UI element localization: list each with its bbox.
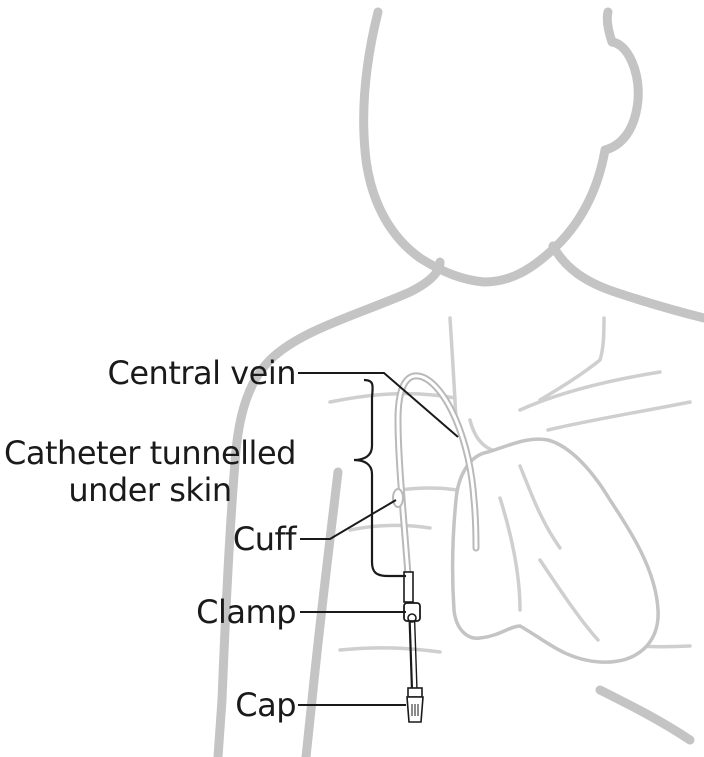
clamp-device (404, 603, 420, 622)
carotid-vein (540, 318, 604, 400)
cap-device (407, 688, 423, 722)
neck-shoulder-left (218, 262, 440, 757)
arm-inner-line (306, 472, 338, 757)
leader-lines (298, 373, 458, 705)
neck-shoulder-right (553, 246, 704, 318)
label-catheter-line1: Catheter tunnelled (4, 434, 296, 472)
cuff-marker (393, 489, 403, 507)
label-cuff: Cuff (233, 520, 297, 558)
label-central-vein: Central vein (108, 354, 296, 392)
head-outline (364, 12, 639, 282)
label-cap: Cap (235, 686, 296, 724)
torso-lower-right (600, 690, 690, 740)
clavicle-right (520, 372, 660, 410)
leader-cuff (300, 500, 396, 539)
clavicle-left (330, 394, 455, 402)
rib-line-4 (340, 648, 440, 652)
label-clamp: Clamp (196, 593, 296, 631)
label-catheter-line2: under skin (68, 471, 231, 509)
vena-cava-left (470, 420, 500, 452)
heart-shape (453, 439, 658, 662)
heart (453, 439, 658, 662)
clavicle-right-2 (548, 402, 690, 430)
rib-line-2 (350, 525, 430, 530)
